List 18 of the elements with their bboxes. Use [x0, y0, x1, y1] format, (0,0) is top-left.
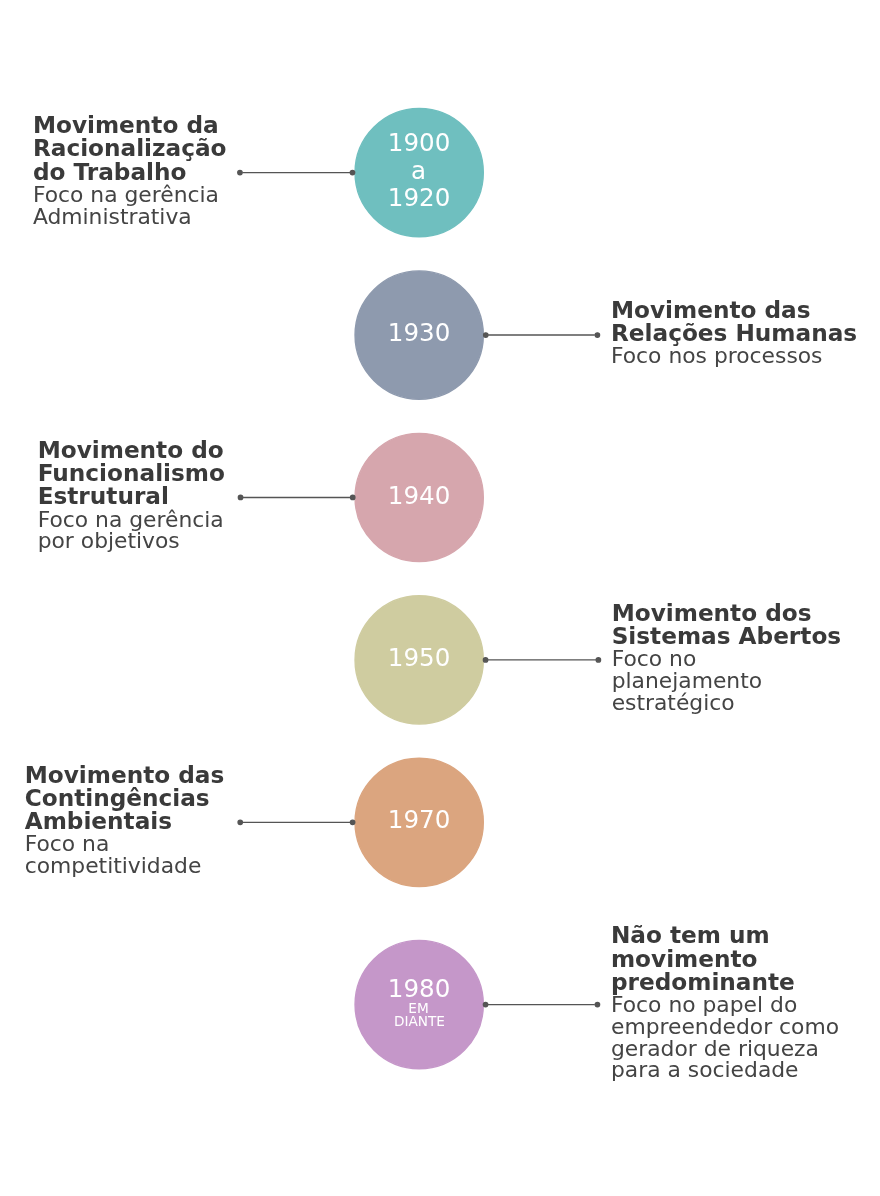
- node-circle: 1980 EM DIANTE: [354, 939, 485, 1069]
- node-text: Movimento dos Sistemas Abertos Foco no planejamento estratégico: [611, 598, 842, 715]
- node-circle: 1900 a 1920: [354, 107, 485, 237]
- node-circle: 1970: [354, 757, 485, 887]
- node-text: Não tem um movimento predominante Foco no papel do empreendedor como gerador de riqueza para a sociedade: [610, 920, 840, 1082]
- connector: [237, 494, 356, 500]
- connector: [482, 331, 601, 338]
- connector: [482, 1001, 601, 1007]
- node-circle: 1950: [354, 594, 485, 725]
- connector: [482, 656, 602, 663]
- node-text: Movimento das Relações Humanas Foco nos processos: [610, 295, 858, 368]
- node-circle: 1930: [354, 269, 485, 400]
- node-text: Movimento do Funcionalismo Estrutural Foco na gerência por objetivos: [37, 435, 225, 553]
- connector: [237, 819, 356, 825]
- node-circle: 1940: [354, 432, 485, 562]
- node-text: Movimento das Contingências Ambientais Foco na competitividade: [24, 760, 225, 878]
- node-text: Movimento da Racionalização do Trabalho Foco na gerência Administrativa: [32, 110, 227, 229]
- connector: [237, 169, 356, 175]
